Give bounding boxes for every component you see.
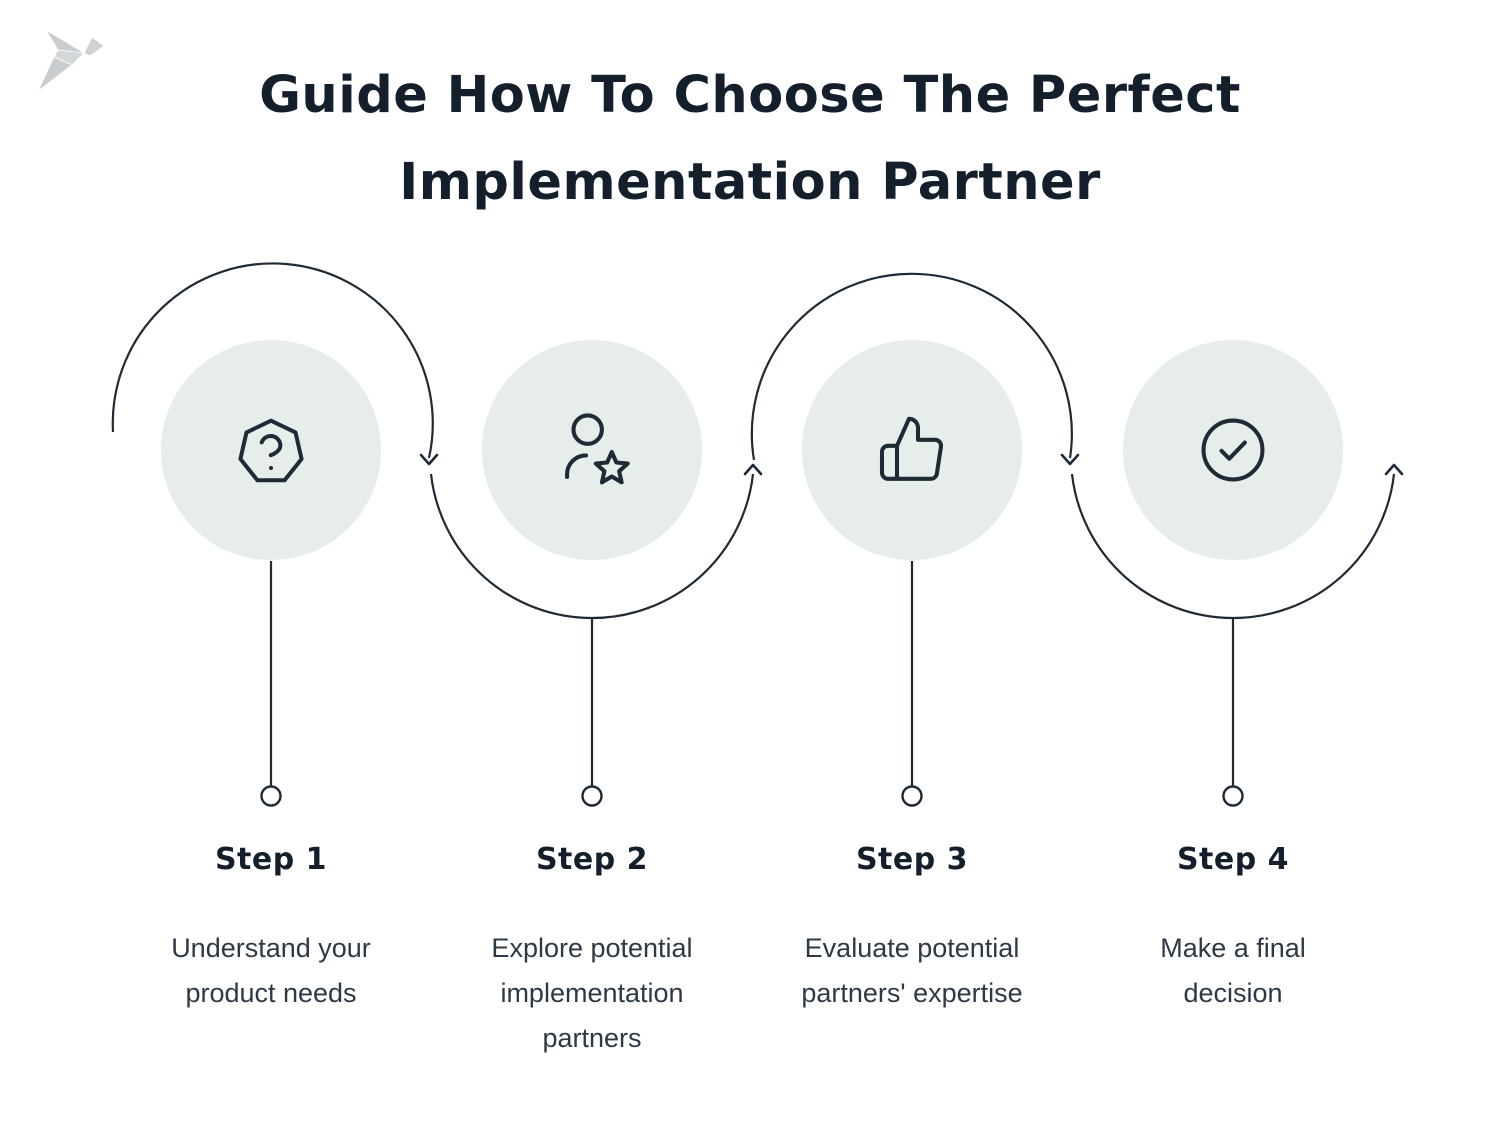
step-block-4: Step 4 Make a final decision	[1160, 842, 1306, 1016]
pointer-dot	[581, 785, 603, 807]
check-circle-icon	[1201, 418, 1265, 482]
step-block-1: Step 1 Understand your product needs	[171, 842, 371, 1016]
page-title: Guide How To Choose The Perfect Implemen…	[259, 66, 1241, 212]
step-block-3: Step 3 Evaluate potential partners' expe…	[801, 842, 1022, 1016]
arrow-down-icon	[419, 453, 439, 466]
step-label: Step 4	[1176, 842, 1290, 877]
origami-bird-logo	[37, 29, 105, 92]
step-circle-1	[161, 340, 381, 560]
thumbs-up-icon	[879, 416, 944, 481]
pointer-dot	[1222, 785, 1244, 807]
step-description: Explore potential implementation partner…	[491, 933, 693, 1053]
step-block-2: Step 2 Explore potential implementation …	[491, 842, 692, 1061]
pointer-dot	[901, 785, 923, 807]
step-description: Evaluate potential partners' expertise	[801, 933, 1023, 1008]
step-label: Step 2	[535, 842, 649, 877]
step-description: Make a final decision	[1160, 933, 1306, 1008]
step-label: Step 3	[855, 842, 969, 877]
flow-connector	[111, 262, 1404, 620]
question-badge-icon	[238, 418, 304, 483]
arrow-up-icon	[1384, 463, 1404, 476]
arrow-up-icon	[743, 463, 763, 476]
user-star-icon	[565, 413, 630, 485]
step-circle-3	[802, 340, 1022, 560]
step-circle-4	[1123, 340, 1343, 560]
step-circle-2	[482, 340, 702, 560]
arrow-down-icon	[1060, 453, 1080, 466]
pointer-dot	[260, 785, 282, 807]
step-description: Understand your product needs	[171, 933, 371, 1008]
step-pointers	[260, 561, 1244, 807]
step-label: Step 1	[214, 842, 328, 877]
